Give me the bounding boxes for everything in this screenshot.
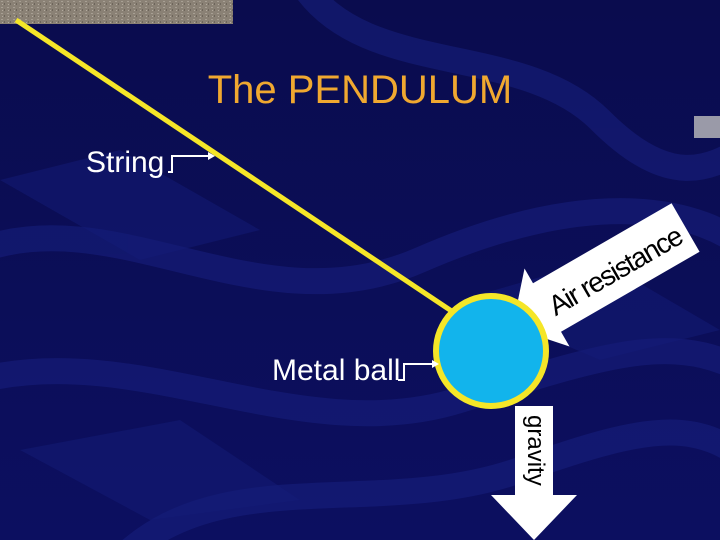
edge-tab xyxy=(694,116,720,138)
stone-texture-block xyxy=(0,0,233,24)
page-title: The PENDULUM xyxy=(0,68,720,113)
gravity-label: gravity xyxy=(522,415,549,486)
string-label: String xyxy=(86,146,164,180)
metal-ball-label: Metal ball xyxy=(272,354,400,388)
metal-ball xyxy=(436,296,546,406)
